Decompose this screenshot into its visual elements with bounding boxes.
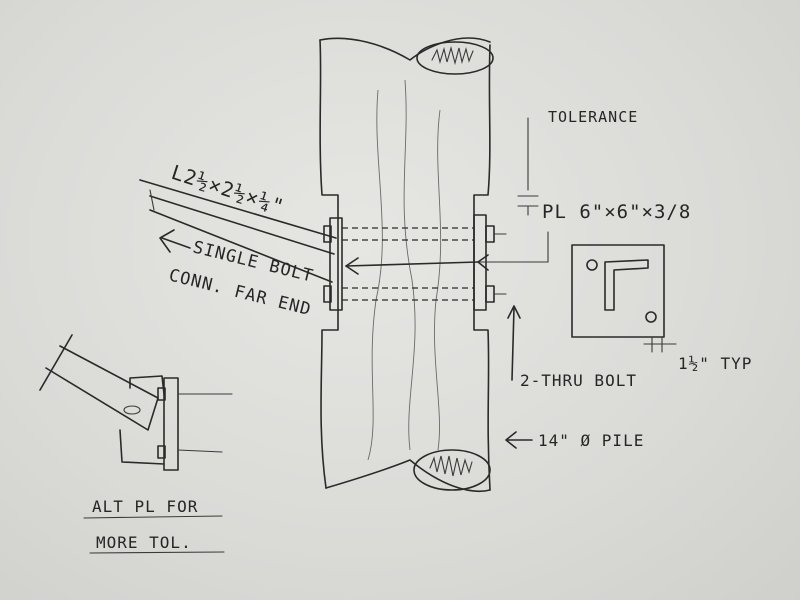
tolerance-label: TOLERANCE	[548, 108, 638, 126]
angle-brace	[139, 179, 337, 283]
bolt-head-lower-left	[323, 285, 332, 303]
bolt-nut-lower-right	[485, 285, 495, 303]
pile-top-cut	[319, 37, 491, 61]
pile-bottom-cut	[325, 459, 491, 492]
plate-hole-upper	[586, 259, 598, 271]
thru-bolt-leader	[511, 307, 515, 381]
alt-plate	[163, 377, 179, 471]
alt-label-2: MORE TOL.	[96, 533, 192, 552]
angle-label: L2½×2½×¼"	[168, 160, 287, 219]
pile-right-outline	[473, 44, 491, 491]
plate-detail	[571, 244, 677, 353]
plate-hole-lower	[645, 311, 657, 323]
pile-label: 14" Ø PILE	[538, 431, 644, 450]
pile-left-outline	[319, 39, 339, 489]
tolerance-arrow-left	[345, 261, 479, 267]
pile-top-end-grain	[416, 41, 494, 75]
plate-detail-outline	[571, 244, 665, 338]
alt-label-1: ALT PL FOR	[92, 497, 198, 516]
plate-label: PL 6"×6"×3/8	[542, 201, 691, 223]
plate-angle-outline	[604, 259, 649, 311]
pile-arrow	[505, 431, 533, 449]
left-plate	[329, 217, 343, 311]
alt-plate-sketch	[39, 334, 233, 554]
leaders	[159, 229, 533, 449]
pile-bottom-end-grain	[413, 449, 491, 491]
bolt-nut-upper-right	[485, 225, 495, 243]
thru-bolt-label: 2-THRU BOLT	[520, 371, 637, 390]
single-bolt-arrow	[161, 237, 191, 249]
through-bolts	[323, 225, 507, 303]
typ-label: 1½" TYP	[678, 354, 752, 373]
tolerance-dimension	[345, 117, 549, 275]
